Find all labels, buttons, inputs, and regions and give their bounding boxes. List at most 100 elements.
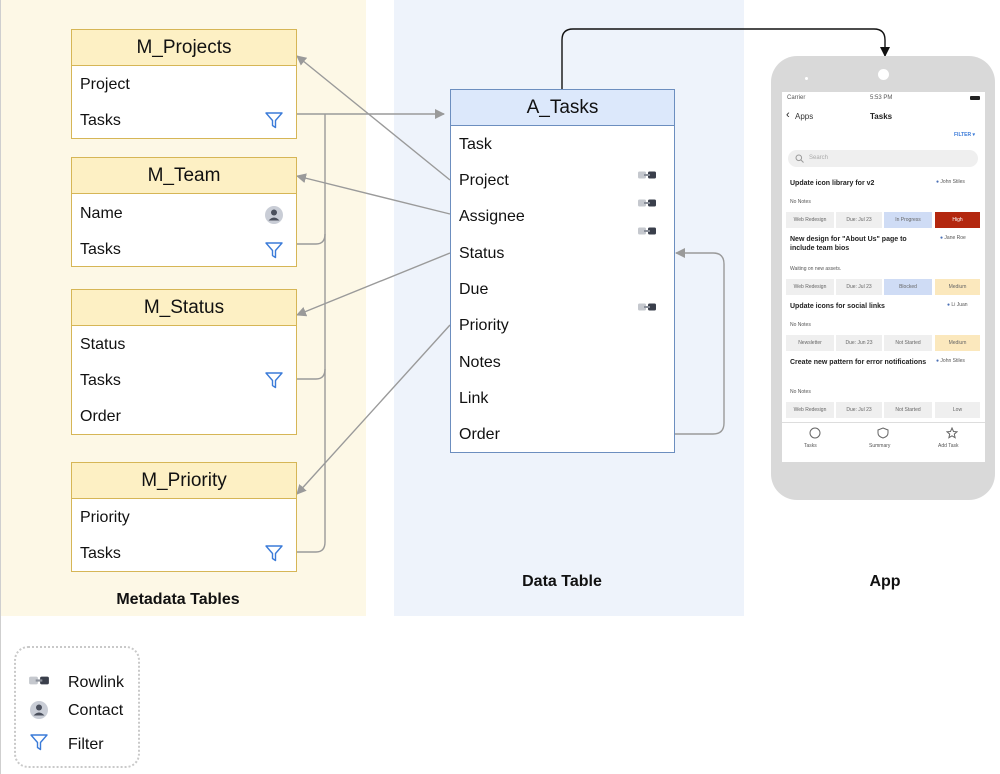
- rowlink-icon: [638, 303, 656, 311]
- table-m-projects: M_Projects Project Tasks: [71, 29, 297, 139]
- contact-icon: [265, 206, 283, 224]
- task-assignee: ● Jane Roe: [940, 235, 966, 241]
- task-notes: No Notes: [790, 199, 811, 205]
- person-icon: ●: [936, 179, 940, 185]
- chip-status: In Progress: [884, 212, 932, 228]
- person-icon: ●: [936, 358, 940, 364]
- chip-due: Due: Jul 23: [836, 402, 882, 418]
- filter-icon: [265, 112, 283, 129]
- chip-status: Not Started: [884, 335, 932, 351]
- table-m-status: M_Status Status Tasks Order: [71, 289, 297, 435]
- field-task: Task: [459, 136, 492, 153]
- filter-icon: [265, 372, 283, 389]
- field-priority: Priority: [80, 509, 130, 526]
- tab-summary[interactable]: Summary: [869, 443, 891, 449]
- rowlink-icon: [638, 171, 656, 179]
- chip-status: Blocked: [884, 279, 932, 295]
- tabbar-divider: [782, 422, 985, 423]
- field-name: Name: [80, 205, 123, 222]
- app-label: App: [869, 573, 901, 590]
- task-title[interactable]: New design for "About Us" page to includ…: [790, 236, 907, 252]
- task-title[interactable]: Create new pattern for error notificatio…: [790, 359, 927, 366]
- filter-icon: [265, 545, 283, 562]
- back-button[interactable]: Apps: [795, 112, 814, 121]
- search-icon: [795, 154, 804, 163]
- chip-project: Newsletter: [786, 335, 834, 351]
- status-time: 5:53 PM: [870, 95, 893, 101]
- table-m-team: M_Team Name Tasks: [71, 157, 297, 267]
- arrow-project-to-m-projects: [296, 55, 451, 181]
- chevron-left-icon[interactable]: ‹: [786, 109, 790, 121]
- tab-add-task[interactable]: Add Task: [938, 443, 959, 449]
- field-tasks: Tasks: [80, 112, 121, 129]
- arrow-data-to-app: [561, 28, 890, 89]
- field-tasks: Tasks: [80, 241, 121, 258]
- arrow-status-to-m-status: [296, 252, 451, 317]
- table-m-priority: M_Priority Priority Tasks: [71, 462, 297, 572]
- task-notes: Waiting on new assets.: [790, 266, 842, 272]
- task-assignee: ● John Stiles: [936, 358, 965, 364]
- legend-filter-label: Filter: [68, 736, 104, 753]
- field-project: Project: [80, 76, 130, 93]
- task-notes: No Notes: [790, 322, 811, 328]
- legend: Rowlink Contact Filter: [14, 646, 140, 768]
- chip-due: Due: Jul 23: [836, 279, 882, 295]
- legend-contact-label: Contact: [68, 702, 124, 719]
- tab-tasks[interactable]: Tasks: [804, 443, 817, 449]
- chip-priority: Medium: [935, 335, 980, 351]
- phone-sensor: [805, 77, 808, 80]
- task-title[interactable]: Update icon library for v2: [790, 180, 875, 187]
- rowlink-icon: [638, 199, 656, 207]
- task-assignee-name: John Stiles: [940, 358, 965, 364]
- chip-priority: High: [935, 212, 980, 228]
- summary-tab-icon[interactable]: [877, 427, 889, 439]
- battery-icon: [970, 96, 980, 100]
- person-icon: ●: [947, 302, 951, 308]
- search-input[interactable]: [788, 150, 978, 167]
- field-assignee: Assignee: [459, 208, 525, 225]
- phone-camera: [878, 69, 889, 80]
- contact-icon: [30, 701, 48, 719]
- arrow-priority-to-m-priority: [296, 324, 451, 495]
- search-placeholder: Search: [809, 155, 829, 161]
- arrow-assignee-to-m-team: [296, 173, 451, 215]
- chip-priority: Medium: [935, 279, 980, 295]
- field-link: Link: [459, 390, 489, 407]
- add-task-tab-icon[interactable]: [946, 427, 958, 439]
- legend-rowlink-label: Rowlink: [68, 674, 125, 691]
- table-a-tasks: A_Tasks Task Project Assignee Status Due…: [450, 89, 675, 453]
- tasks-tab-icon[interactable]: [809, 427, 821, 439]
- chip-project: Web Redesign: [786, 212, 834, 228]
- field-status: Status: [459, 245, 505, 262]
- chip-project: Web Redesign: [786, 402, 834, 418]
- field-order: Order: [80, 408, 121, 425]
- metadata-tables-label: Metadata Tables: [116, 591, 240, 608]
- task-notes: No Notes: [790, 389, 811, 395]
- table-title: M_Projects: [72, 30, 296, 66]
- field-priority: Priority: [459, 317, 509, 334]
- chip-project: Web Redesign: [786, 279, 834, 295]
- rowlink-icon: [638, 227, 656, 235]
- arrow-order-to-status: [675, 248, 725, 435]
- table-title: M_Team: [72, 158, 296, 194]
- filter-icon: [265, 242, 283, 259]
- table-title: A_Tasks: [451, 90, 674, 126]
- field-order: Order: [459, 426, 500, 443]
- chip-status: Not Started: [884, 402, 932, 418]
- left-border: [0, 0, 1, 774]
- task-assignee-name: Li Juan: [951, 302, 968, 308]
- phone-screen: Carrier 5:53 PM ‹ Apps Tasks FILTER ▾ Se…: [782, 92, 985, 462]
- chip-priority: Low: [935, 402, 980, 418]
- status-carrier: Carrier: [787, 95, 806, 101]
- task-title[interactable]: Update icons for social links: [790, 303, 885, 310]
- field-project: Project: [459, 172, 509, 189]
- field-tasks: Tasks: [80, 372, 121, 389]
- task-assignee-name: John Stiles: [940, 179, 965, 185]
- filter-icon: [30, 734, 48, 751]
- field-due: Due: [459, 281, 489, 298]
- filter-button[interactable]: FILTER ▾: [954, 132, 976, 138]
- data-table-label: Data Table: [522, 573, 602, 590]
- field-tasks: Tasks: [80, 545, 121, 562]
- person-icon: ●: [940, 235, 944, 241]
